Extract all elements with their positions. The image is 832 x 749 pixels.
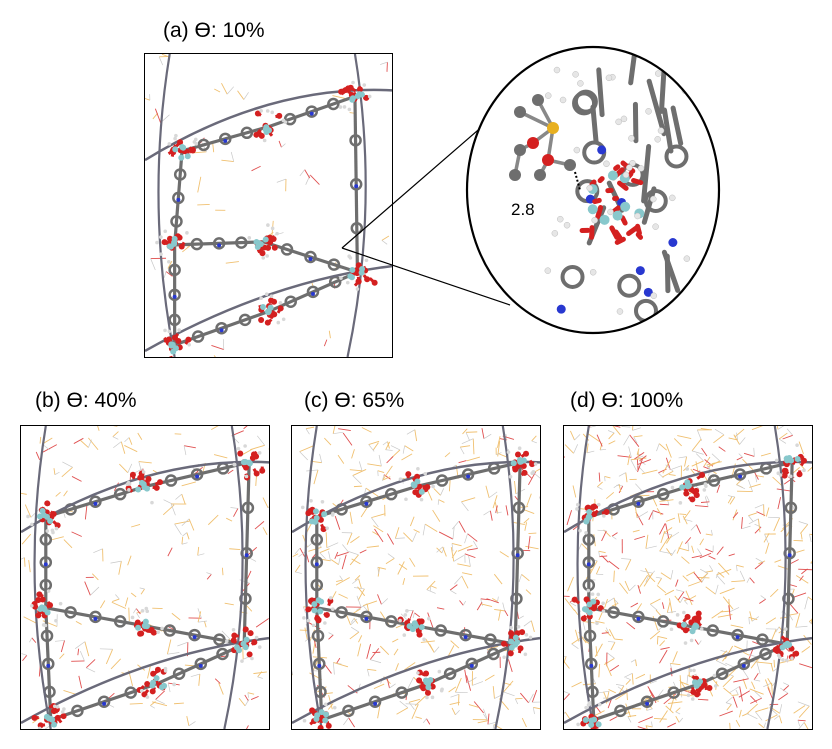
hydrogen-bond-distance-label: 2.8 <box>511 200 535 219</box>
molecular-structure-drawing <box>564 426 812 729</box>
panel-d-structure-image <box>563 425 813 730</box>
molecular-structure-drawing <box>145 54 392 357</box>
panel-a-label: (a) ϴ: 10% <box>163 19 265 42</box>
panel-c-label: (c) ϴ: 65% <box>304 389 405 412</box>
panel-c-structure-image <box>291 425 541 730</box>
panel-b-label: (b) ϴ: 40% <box>35 389 137 412</box>
panel-a-structure-image <box>144 53 393 358</box>
panel-b-structure-image <box>20 425 270 730</box>
panel-d-label: (d) ϴ: 100% <box>570 389 684 412</box>
molecular-structure-drawing <box>21 426 269 729</box>
molecular-structure-drawing <box>292 426 540 729</box>
